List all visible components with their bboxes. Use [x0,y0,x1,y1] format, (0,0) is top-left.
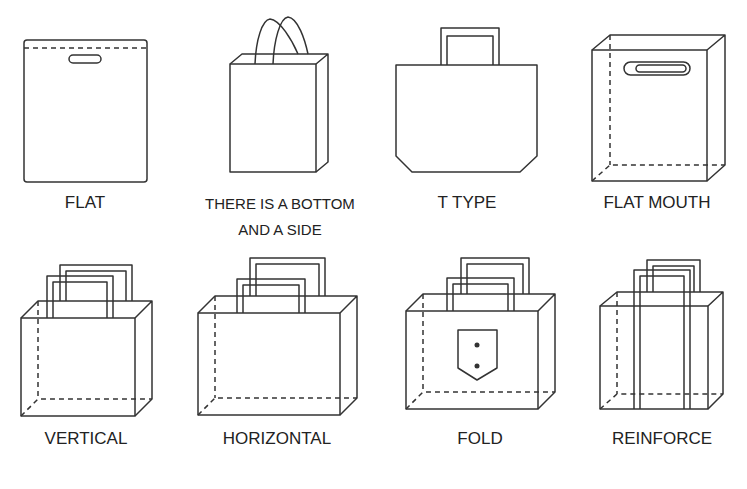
flat-bag [24,40,147,182]
flat-mouth-bag [592,35,725,181]
fold-bag [406,258,555,409]
bag-type-label: VERTICAL [16,428,156,450]
vertical-bag [21,265,152,416]
horizontal-bag [198,258,357,415]
bag-type-label: REINFORCE [587,428,737,450]
gusset-bag [230,17,328,172]
bag-type-label: FLAT MOUTH [582,192,732,214]
bag-type-label: HORIZONTAL [202,428,352,450]
bag-type-label: THERE IS A BOTTOM AND A SIDE [191,191,369,243]
reinforced-bag [600,260,723,409]
t-type-bag [396,28,537,172]
bag-type-label: FOLD [420,428,540,450]
bag-type-label: T TYPE [407,192,527,214]
bag-type-label: FLAT [25,192,145,214]
